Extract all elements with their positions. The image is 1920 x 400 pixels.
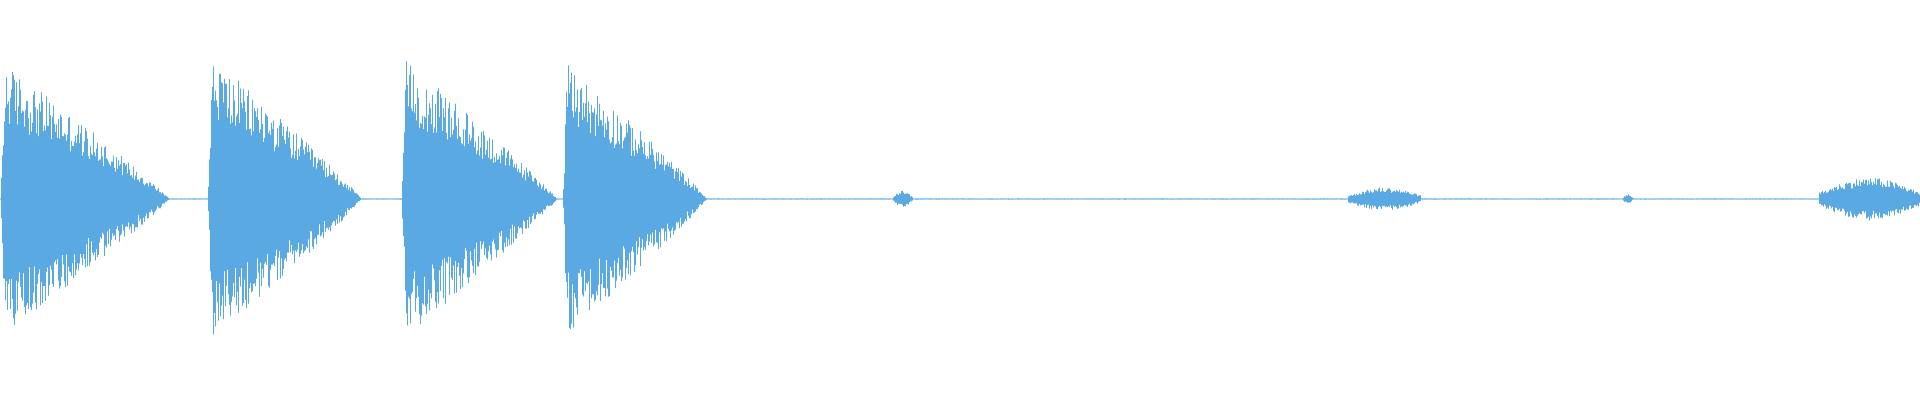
waveform-trace [0, 61, 1920, 335]
